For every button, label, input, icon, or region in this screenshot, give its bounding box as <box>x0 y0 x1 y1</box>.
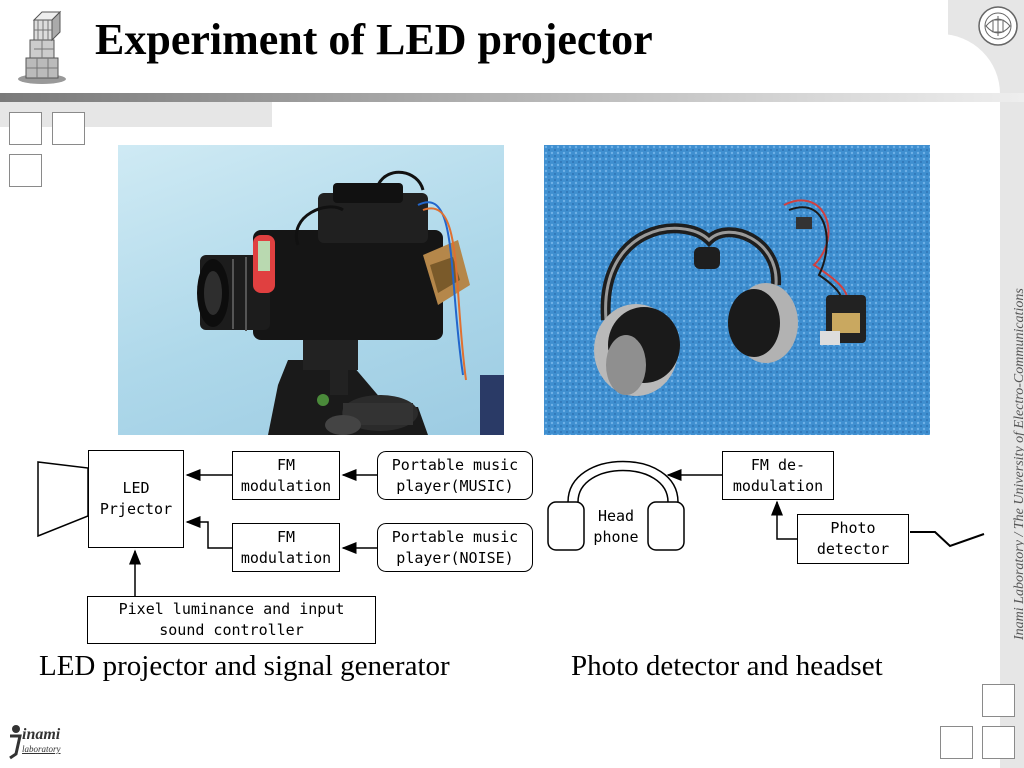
decor-square <box>9 154 42 187</box>
university-crest-icon <box>978 6 1018 46</box>
noise-player-box: Portable music player(NOISE) <box>377 523 533 572</box>
caption-right: Photo detector and headset <box>571 650 883 682</box>
header-band <box>0 102 272 127</box>
controller-box: Pixel luminance and input sound controll… <box>87 596 376 644</box>
lab-logo-icon <box>9 725 22 760</box>
decor-square <box>52 112 85 145</box>
headset-diagram-lines <box>547 460 985 551</box>
photo-detector-box: Photo detector <box>797 514 909 564</box>
led-projector-box: LED Prjector <box>88 450 184 548</box>
slide-title: Experiment of LED projector <box>95 15 653 64</box>
decor-square <box>940 726 973 759</box>
decor-square <box>982 684 1015 717</box>
fm-modulation-box-top: FM modulation <box>232 451 340 500</box>
decor-square <box>982 726 1015 759</box>
fm-modulation-box-bottom: FM modulation <box>232 523 340 572</box>
headphone-label: Head phone <box>593 507 639 546</box>
side-affiliation-text: Inami Laboratory / The University of Ele… <box>1012 288 1024 640</box>
fm-demodulation-box: FM de- modulation <box>722 451 834 500</box>
caption-left: LED projector and signal generator <box>39 650 450 682</box>
music-player-box: Portable music player(MUSIC) <box>377 451 533 500</box>
cube-logo-icon <box>18 10 66 84</box>
headset-photo <box>544 145 930 435</box>
led-projector-photo <box>118 145 504 435</box>
decor-square <box>9 112 42 145</box>
lab-logo-text: inami <box>22 726 61 743</box>
header-divider <box>0 93 1024 102</box>
lab-logo-subtext: laboratory <box>22 744 61 754</box>
